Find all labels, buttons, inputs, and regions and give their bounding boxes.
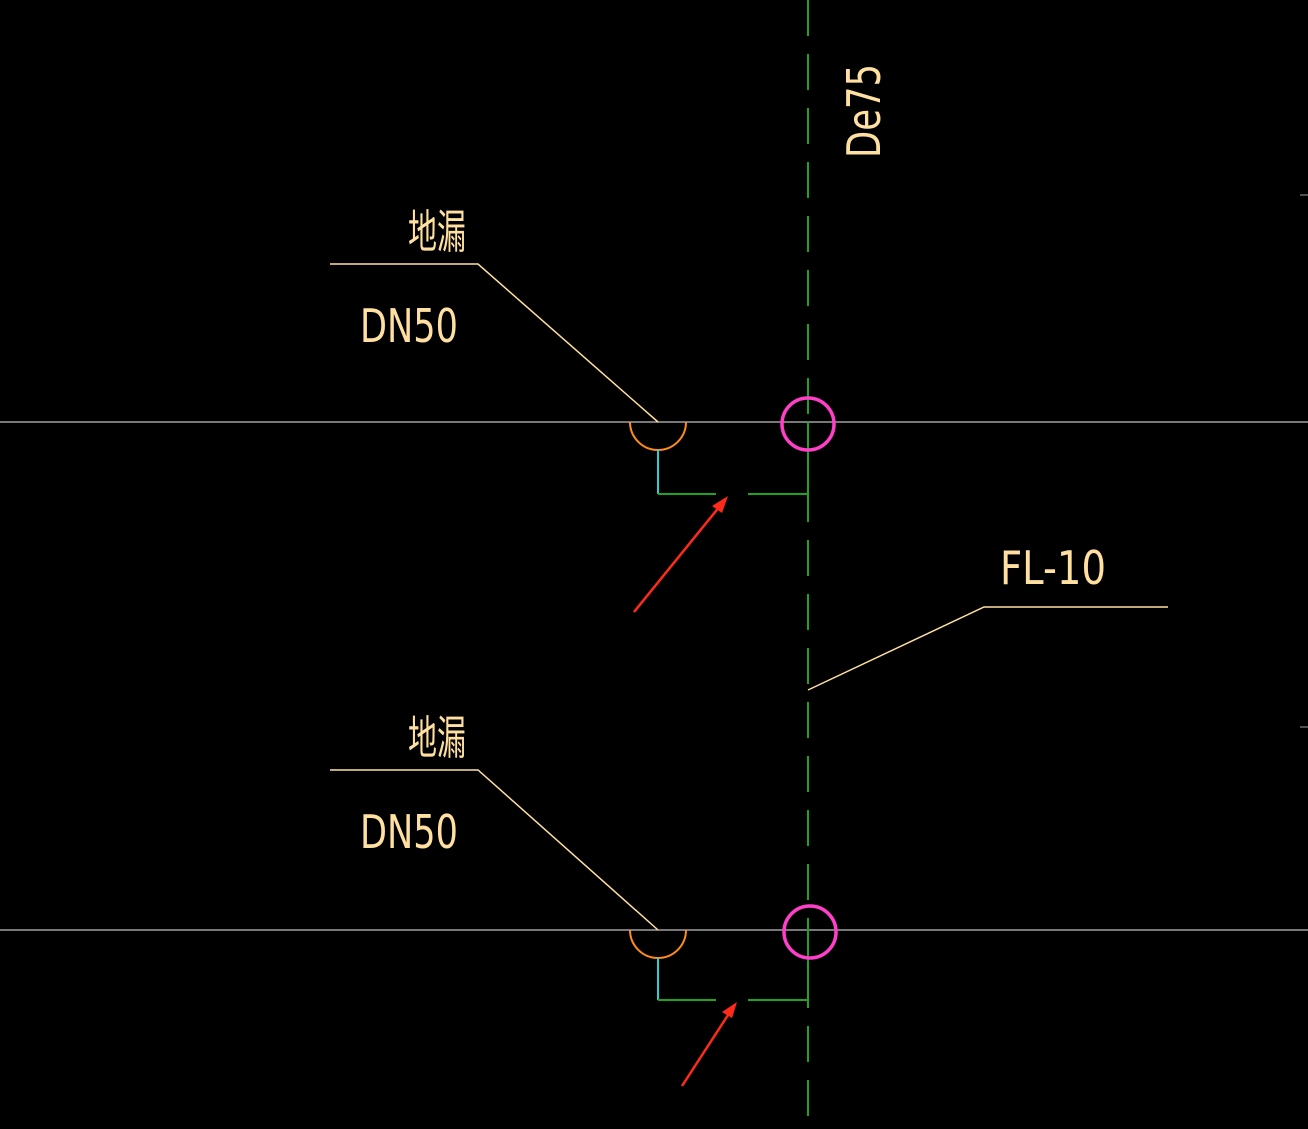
drain-leader-line	[330, 769, 659, 931]
drain-leader-line	[330, 263, 659, 423]
arrow-shaft	[633, 505, 721, 613]
riser-circle-upper	[780, 396, 836, 452]
arrow-head-icon	[722, 1002, 737, 1018]
floor-drain-name-label: 地漏	[408, 711, 466, 765]
riser-tag-label: FL-10	[1000, 541, 1106, 595]
arrow-head-icon	[712, 496, 728, 513]
floor-drain-name-label: 地漏	[408, 205, 466, 259]
floor-drain-size-label: DN50	[360, 805, 458, 859]
floor-drain-lower[interactable]: 地漏 DN50	[330, 711, 808, 1001]
riser-tag-leader-line	[807, 606, 1168, 691]
riser-tag[interactable]: FL-10	[807, 541, 1168, 691]
floor-drain-upper[interactable]: 地漏 DN50	[330, 205, 808, 495]
annotation-arrow-lower	[680, 1002, 737, 1087]
riser-circle-lower	[782, 904, 838, 960]
riser-size-label: De75	[837, 64, 891, 158]
floor-drain-symbol-icon	[629, 929, 687, 959]
annotation-arrow-upper	[633, 496, 728, 613]
arrow-shaft	[680, 1011, 732, 1087]
floor-drain-size-label: DN50	[360, 299, 458, 353]
floor-drain-symbol-icon	[629, 421, 687, 451]
